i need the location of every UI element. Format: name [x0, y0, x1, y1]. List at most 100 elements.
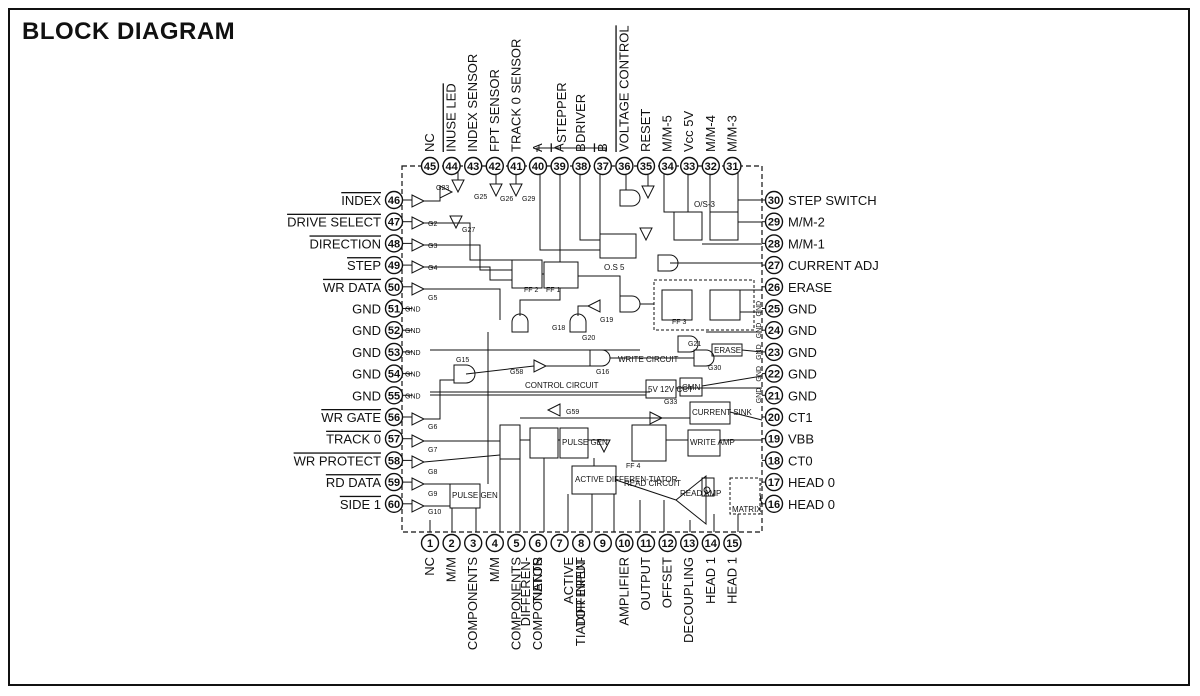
pin-32: 32M/M-4 — [701, 115, 720, 176]
pin-number: 34 — [661, 161, 674, 173]
pin-circle — [442, 533, 461, 553]
pin-label: COMPONENTS — [508, 557, 523, 651]
pin-number: 12 — [661, 538, 673, 550]
buffer-gate — [639, 227, 653, 242]
ff-label: FF 3 — [672, 319, 686, 326]
pin-number: 46 — [388, 195, 400, 207]
gnd-tag: GND — [756, 301, 763, 317]
pin-circle — [485, 156, 504, 176]
pin-1: 1NC — [420, 533, 440, 576]
pin-number: 44 — [445, 161, 458, 173]
pin-circle — [507, 156, 526, 176]
pin-circle — [485, 533, 504, 553]
pin-label: SIDE 1 — [340, 497, 381, 512]
pin-label: HEAD 1 — [724, 557, 739, 604]
gnd-tag: GND — [756, 323, 763, 339]
gnd-tag: GND — [405, 393, 421, 400]
pin-number: 8 — [578, 538, 584, 550]
pin-number: 42 — [489, 161, 501, 173]
pin-number: 45 — [424, 161, 436, 173]
pin-number: 6 — [535, 538, 541, 550]
pin-label: ERASE — [788, 280, 832, 295]
pin-label: GND — [788, 367, 817, 382]
buffer-gate — [451, 179, 465, 194]
pin-label: NC — [422, 557, 437, 576]
buffer-gate — [411, 282, 426, 296]
pin-circle — [615, 156, 634, 176]
ff-label: FF 4 — [626, 463, 640, 470]
buffer-gate — [509, 183, 523, 198]
stepper-driver-bracket: STEPPER DRIVER — [536, 82, 607, 152]
pin-label: DIFFEREN-TIATORCOMPONENTS — [518, 557, 545, 651]
pin-circle — [680, 156, 699, 176]
pin-label: FPT SENSOR — [487, 69, 502, 152]
pin-number: 27 — [768, 260, 780, 272]
pin-circle — [593, 156, 612, 176]
block-read-amp: READ AMP — [680, 489, 721, 498]
pin-number: 15 — [726, 538, 738, 550]
internal-circuitry: G23 G2 G3 G4 G5 G27 G25 G26 G29 G18 G19 … — [411, 166, 763, 532]
block-control-circuit: CONTROL CIRCUIT — [525, 381, 599, 390]
gate-label: G3 — [428, 243, 437, 250]
buffer-gate — [411, 455, 426, 469]
buffer-gate — [411, 499, 426, 513]
pin-number: 50 — [388, 282, 400, 294]
pin-label: GND — [352, 302, 381, 317]
gate-label: G25 — [474, 194, 487, 201]
pin-number: 19 — [768, 434, 780, 446]
pin-label: WR PROTECT — [294, 453, 381, 468]
pin-label: DRIVE SELECT — [287, 215, 381, 230]
pin-50: 50 WR DATA — [323, 277, 412, 296]
pin-number: 28 — [768, 238, 780, 250]
pin-label: A — [552, 143, 567, 152]
pin-label: WR DATA — [323, 280, 381, 295]
pin-label: ACTIVEDIFFEREN-TIATOR INPUT — [561, 557, 588, 646]
pin-number: 47 — [388, 217, 400, 229]
pin-number: 5 — [513, 538, 519, 550]
pin-number: 57 — [388, 434, 400, 446]
pin-number: 22 — [768, 369, 780, 381]
pin-number: 13 — [683, 538, 695, 550]
pin-label: M/M-1 — [788, 236, 825, 251]
pin-number: 58 — [388, 455, 400, 467]
pin-circle — [464, 156, 483, 176]
pin-number: 30 — [768, 195, 780, 207]
pin-label: INUSE LED — [444, 83, 459, 152]
buffer-gate — [411, 238, 426, 252]
pin-37: 37B — [593, 143, 612, 176]
gate-label: G20 — [582, 335, 595, 342]
pin-label: GND — [352, 388, 381, 403]
gnd-tag: GND — [756, 388, 763, 404]
gate-label: G30 — [708, 365, 721, 372]
pin-label: CT0 — [788, 453, 813, 468]
pin-44: 44 INUSE LED — [442, 83, 461, 176]
gate-label: G18 — [552, 325, 565, 332]
pin-label: Vcc 5V — [681, 110, 696, 152]
pin-label: VOLTAGE CONTROL — [616, 25, 631, 152]
pin-number: 56 — [388, 412, 400, 424]
gnd-tag: GND — [405, 328, 421, 335]
pin-label: M/M-5 — [660, 115, 675, 152]
block-os5: O.S 5 — [604, 263, 625, 272]
pin-number: 37 — [597, 161, 609, 173]
pin-circle — [528, 156, 548, 176]
pin-label: DIRECTION — [310, 236, 382, 251]
pin-label: M/M — [444, 557, 459, 582]
pin-label: RD DATA — [326, 475, 381, 490]
pin-number: 32 — [705, 161, 717, 173]
